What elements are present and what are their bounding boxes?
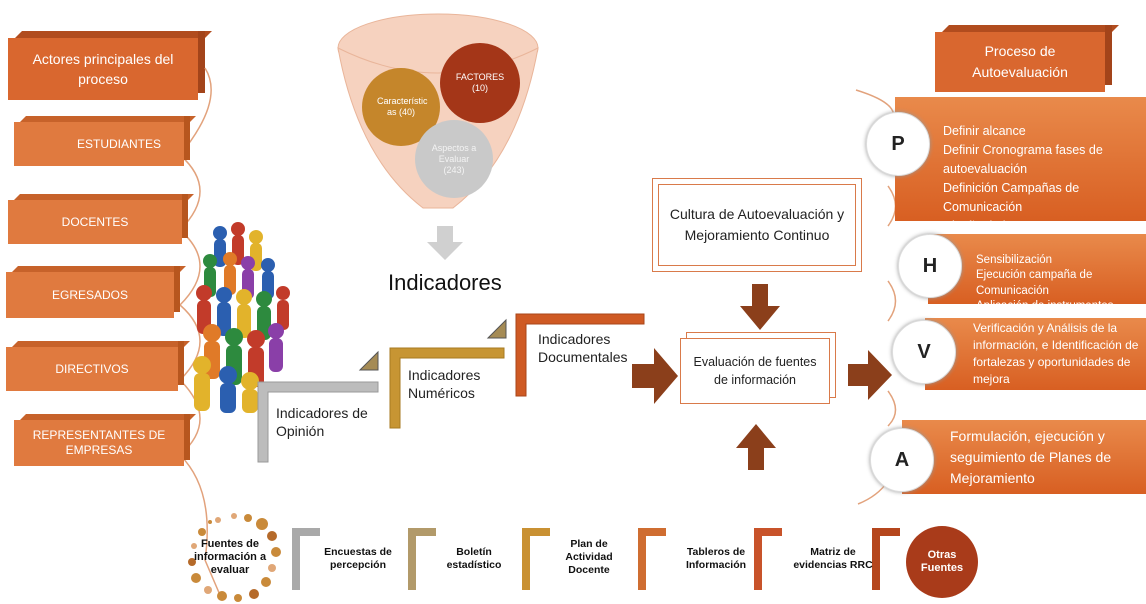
indicadores-numericos: Indicadores Numéricos <box>408 367 481 401</box>
indicadores-opinion: Indicadores de Opinión <box>276 405 368 439</box>
source-encuestas: Encuestas de percepción <box>324 546 392 571</box>
actor-estudiantes-label: ESTUDIANTES <box>76 136 161 151</box>
phase-p-circle: P <box>866 112 930 176</box>
phase-v-circle: V <box>892 320 956 384</box>
phase-h-text: Sensibilización Ejecución campaña de Com… <box>976 253 1114 313</box>
actor-docentes: DOCENTES <box>8 194 188 244</box>
actor-directivos: DIRECTIVOS <box>6 341 184 391</box>
people-figures-image <box>193 222 290 413</box>
phase-v-letter: V <box>917 340 931 363</box>
funnel-factores-label: FACTORES (10) <box>455 72 505 93</box>
actor-egresados: EGRESADOS <box>6 266 180 318</box>
sources-title: Fuentes de información a evaluar <box>193 538 267 576</box>
arrow-to-evaluacion <box>632 348 678 404</box>
funnel-aspectos-circle: Aspectos a Evaluar (243) <box>415 120 493 198</box>
evaluacion-box: Evaluación de fuentes de información <box>680 338 830 404</box>
cultura-box: Cultura de Autoevaluación y Mejoramiento… <box>652 178 862 272</box>
phase-a-text: Formulación, ejecución y seguimiento de … <box>950 428 1112 486</box>
source-otras-label: Otras Fuentes <box>920 549 964 574</box>
funnel-aspectos-label: Aspectos a Evaluar (243) <box>431 142 477 175</box>
source-boletin: Boletín estadístico <box>446 546 502 571</box>
sources-dots-ring <box>188 513 281 602</box>
phase-h-bar: Sensibilización Ejecución campaña de Com… <box>928 234 1146 312</box>
phase-p-text: Definir alcance Definir Cronograma fases… <box>943 124 1103 233</box>
phase-h-circle: H <box>898 234 962 298</box>
phase-p-letter: P <box>891 132 905 155</box>
sources-bracket-shapes <box>292 528 900 590</box>
actor-egresados-label: EGRESADOS <box>51 287 129 302</box>
phase-a-bar: Formulación, ejecución y seguimiento de … <box>902 420 1146 494</box>
phase-p-bar: Definir alcance Definir Cronograma fases… <box>895 97 1146 233</box>
actor-docentes-label: DOCENTES <box>61 214 129 229</box>
source-tableros: Tableros de Información <box>685 546 747 571</box>
funnel-down-arrow <box>427 226 463 260</box>
phase-h-letter: H <box>922 254 938 277</box>
arrow-down-to-evaluacion <box>740 284 780 330</box>
source-otras-circle: Otras Fuentes <box>906 526 978 598</box>
actors-title-box: Actores principales del proceso <box>8 31 205 100</box>
process-title: Proceso de Autoevaluación <box>972 43 1068 80</box>
arrow-to-process <box>848 350 892 400</box>
funnel-factores-circle: FACTORES (10) <box>440 43 520 123</box>
actor-representantes-label: REPRESENTANTES DE EMPRESAS <box>32 428 166 457</box>
phase-v-bar: Verificación y Análisis de la informació… <box>925 318 1146 390</box>
indicadores-documentales: Indicadores Documentales <box>538 331 628 365</box>
arrow-up-to-evaluacion <box>736 424 776 470</box>
actor-directivos-label: DIRECTIVOS <box>55 361 129 376</box>
cultura-text: Cultura de Autoevaluación y Mejoramiento… <box>669 206 845 243</box>
phase-a-circle: A <box>870 428 934 492</box>
source-matriz: Matriz de evidencias RRC <box>793 546 873 571</box>
actor-estudiantes: ESTUDIANTES <box>14 116 190 166</box>
phase-a-letter: A <box>894 448 910 471</box>
indicator-stair-shapes <box>257 313 645 463</box>
actors-title: Actores principales del proceso <box>32 51 174 87</box>
source-plan-actividad: Plan de Actividad Docente <box>565 538 613 576</box>
process-title-box: Proceso de Autoevaluación <box>935 25 1112 92</box>
actor-representantes: REPRESENTANTES DE EMPRESAS <box>14 414 190 466</box>
phase-v-text: Verificación y Análisis de la informació… <box>973 321 1139 386</box>
indicadores-title: Indicadores <box>388 270 502 295</box>
evaluacion-text: Evaluación de fuentes de información <box>693 355 817 387</box>
funnel-caracteristicas-label: Característic as (40) <box>377 96 428 117</box>
